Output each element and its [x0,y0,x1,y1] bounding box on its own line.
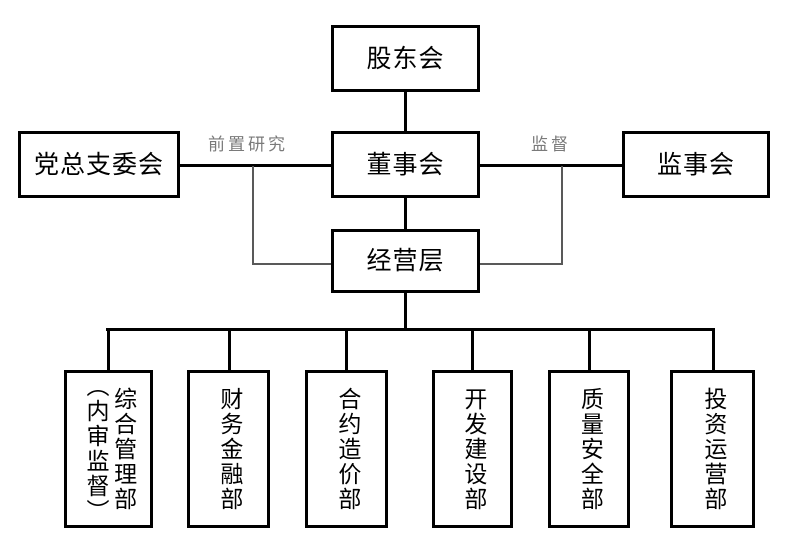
edge-caption-right: 监督 [531,135,571,155]
edge-shareholders-to-board [404,92,407,132]
edge-drop-department-5 [588,328,591,371]
node-department-6[interactable]: 投资运营部 [670,370,755,528]
node-department-3[interactable]: 合约造价部 [305,370,388,528]
node-board-of-directors[interactable]: 董事会 [331,131,480,198]
edge-drop-department-2 [228,328,231,371]
node-department-3-label: 合约造价部 [333,386,360,512]
edge-caption-left: 前置研究 [208,135,288,155]
edge-drop-department-6 [712,328,715,371]
edge-party-branch-vertical [252,166,254,265]
edge-supervisors-branch-vertical [561,166,563,265]
edge-party-to-board [180,164,332,167]
node-department-1-sublabel: （内审监督） [82,374,108,524]
node-party-committee[interactable]: 党总支委会 [18,131,180,198]
node-department-5-label: 质量安全部 [576,386,603,512]
edge-drop-department-4 [471,328,474,371]
node-department-2-label: 财务金融部 [215,386,242,512]
node-department-6-label: 投资运营部 [699,386,726,512]
node-management-label: 经营层 [366,246,445,276]
node-department-4-label: 开发建设部 [459,386,486,512]
edge-board-to-management [404,198,407,230]
node-department-2[interactable]: 财务金融部 [187,370,270,528]
node-board-of-directors-label: 董事会 [366,149,445,179]
node-board-of-supervisors-label: 监事会 [656,149,735,179]
node-department-1-label: 综合管理部 [109,386,136,512]
edge-management-to-bus [404,292,407,330]
node-department-1[interactable]: 综合管理部 （内审监督） [64,370,153,528]
node-shareholders[interactable]: 股东会 [331,25,480,92]
node-department-4[interactable]: 开发建设部 [432,370,513,528]
node-management[interactable]: 经营层 [331,229,480,293]
node-department-5[interactable]: 质量安全部 [548,370,630,528]
node-board-of-supervisors[interactable]: 监事会 [622,131,770,198]
edge-drop-department-3 [345,328,348,371]
edge-board-to-supervisors [480,164,623,167]
edge-party-branch-horizontal [252,263,332,265]
edge-department-bus [106,328,715,331]
edge-drop-department-1 [107,328,110,371]
edge-supervisors-branch-horizontal [479,263,563,265]
node-shareholders-label: 股东会 [366,43,445,73]
node-party-committee-label: 党总支委会 [33,149,164,179]
